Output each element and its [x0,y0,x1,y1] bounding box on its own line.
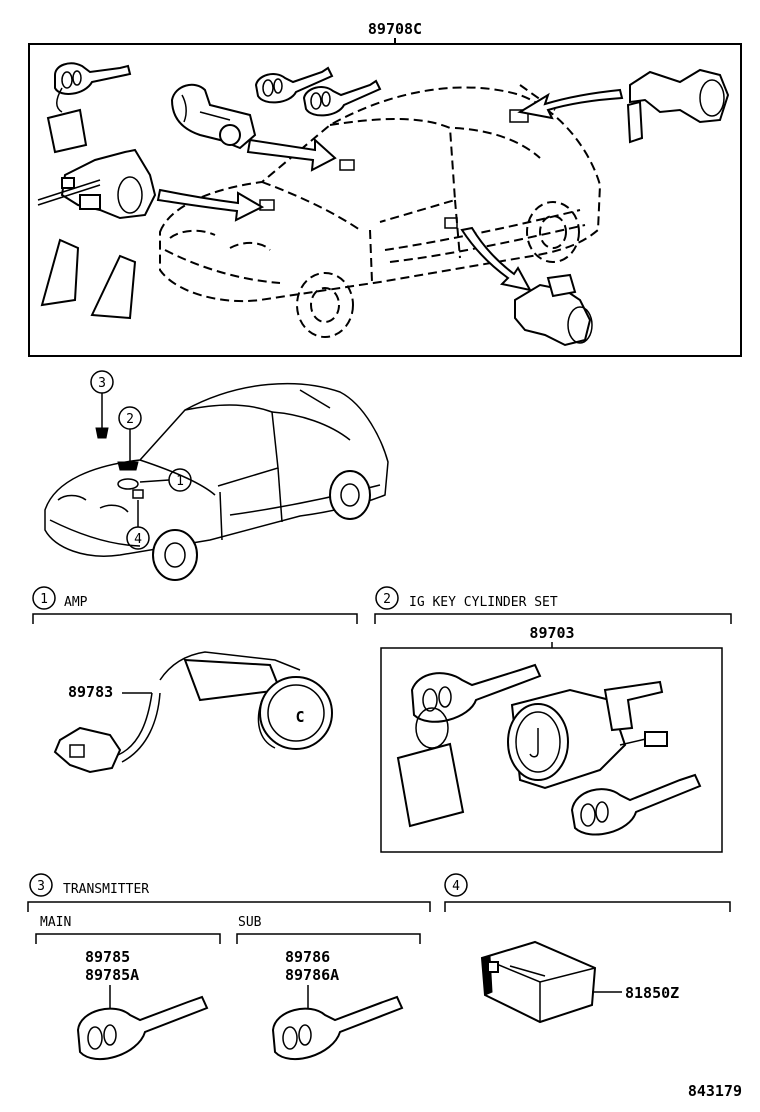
assembly-arrows [156,88,624,292]
section-1-title: AMP [64,595,88,610]
section-ig-key: 2 IG KEY CYLINDER SET 89703 [374,586,732,853]
lock-set-frame [28,43,742,357]
triangle-trim-pieces [40,238,137,320]
part-89785a: 89785A [85,966,139,984]
transmitter-main-label: MAIN [40,915,71,930]
part-81850z: 81850Z [625,984,679,1002]
callout-3-top: 3 [98,376,106,391]
section-4-number: 4 [452,879,460,894]
key-icon-top-3 [302,79,382,117]
part-89786: 89786 [285,948,330,966]
part-89785: 89785 [85,948,130,966]
callout-1-top: 1 [176,474,184,489]
door-cylinder-icon-right [626,68,730,144]
car-illustration-callouts [44,382,389,581]
ignition-cylinder-icon-top [37,148,157,220]
trunk-cylinder-icon [170,83,257,150]
section-2-title: IG KEY CYLINDER SET [409,595,558,610]
key-icon-top-2 [254,66,334,104]
section-receiver: 4 81850Z [444,873,731,1024]
amp-c-glyph: C [295,708,304,726]
section-1-number: 1 [40,592,48,607]
door-cylinder-icon-lower [514,273,593,347]
section-2-number: 2 [383,592,391,607]
callout-markers: 3 2 1 4 [90,370,192,550]
callout-4-top: 4 [134,532,142,547]
ig-key-set-frame [380,647,723,853]
key-icon-top-1 [46,62,132,154]
section-3-title: TRANSMITTER [63,882,149,897]
section-3-number: 3 [37,879,45,894]
part-89786a: 89786A [285,966,339,984]
part-89703: 89703 [529,624,574,642]
car-illustration-large [159,84,602,338]
section-amp: 1 AMP 89783 C [32,586,358,774]
callout-2-top: 2 [126,412,134,427]
part-89783: 89783 [68,683,113,701]
set-number-89708c: 89708C [368,20,422,38]
section-transmitter: 3 TRANSMITTER MAIN SUB 89785 89785A 8978… [27,873,431,1061]
illustration-code: 843179 [688,1082,742,1100]
transmitter-sub-label: SUB [238,915,262,930]
